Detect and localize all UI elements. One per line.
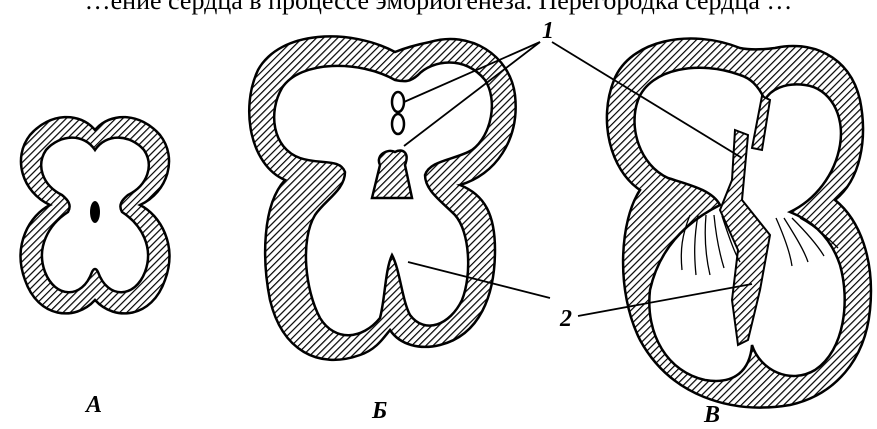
stage-label-b: Б xyxy=(372,398,387,425)
septum-spot xyxy=(90,201,100,223)
atrial-septum xyxy=(752,96,770,150)
interventricular-septum xyxy=(720,130,770,345)
stage-a-heart xyxy=(21,117,170,313)
septum-opening-2 xyxy=(392,114,404,134)
stage-c-heart xyxy=(607,38,871,407)
stage-label-c: В xyxy=(704,402,720,429)
endocardial-cushion xyxy=(372,151,412,198)
pointer-line-2b xyxy=(578,284,752,316)
pointer-label-2: 2 xyxy=(560,306,572,333)
septum-opening-1 xyxy=(392,92,404,112)
stage-label-a: А xyxy=(86,392,102,419)
stage-b-heart xyxy=(249,36,515,359)
pointer-label-1: 1 xyxy=(542,18,554,45)
